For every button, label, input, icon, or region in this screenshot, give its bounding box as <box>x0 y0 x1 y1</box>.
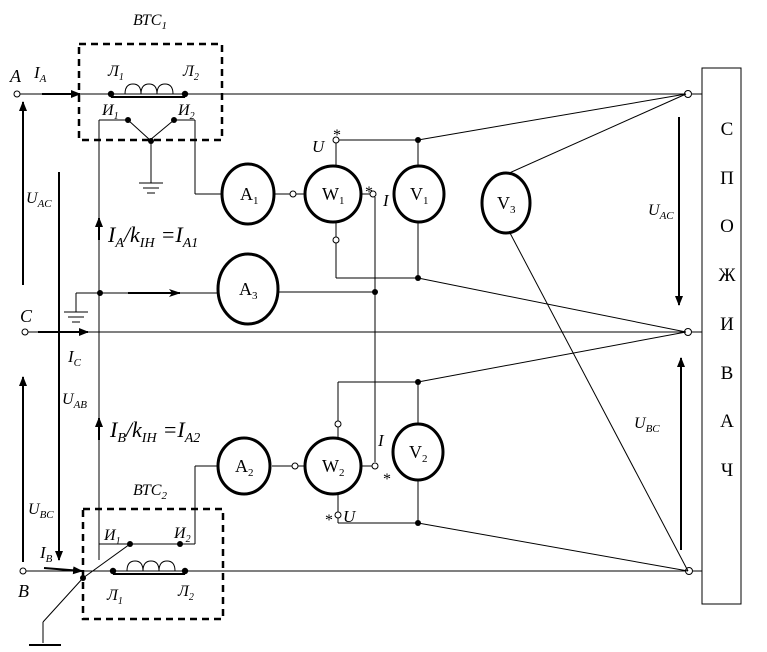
transformer-bottom-name: ВТС2 <box>133 482 167 502</box>
star-i-bottom: * <box>383 471 391 488</box>
star-u-top: * <box>333 127 341 144</box>
consumer-letter: П <box>720 168 734 189</box>
terminal-l1-bottom-label: Л1 <box>106 587 123 607</box>
ground-symbol-mid <box>64 292 99 323</box>
voltmeter-v3-label: V3 <box>497 193 516 216</box>
phase-line-c <box>21 328 702 336</box>
star-i-top: * <box>365 184 373 201</box>
consumer-letter: О <box>720 216 734 237</box>
consumer-letter: С <box>721 119 734 140</box>
terminal-u-top-label: U <box>312 137 326 156</box>
star-u-bottom: * <box>325 512 333 529</box>
terminal-u-bottom-label: U <box>343 507 357 526</box>
terminal-i-bottom-label: I <box>377 431 385 450</box>
voltage-uac-right-label: UAC <box>648 202 674 222</box>
voltage-uac-left-label: UAC <box>26 190 52 210</box>
current-ic-label: IC <box>67 347 82 369</box>
transformer-top-name: ВТС1 <box>133 12 167 32</box>
consumer-letter: И <box>720 314 734 335</box>
terminal-i-top-label: I <box>382 191 390 210</box>
current-ib-label: IB <box>39 543 53 565</box>
current-ia-label: IA <box>33 63 47 85</box>
consumer-letter: Ч <box>721 460 733 481</box>
voltmeter-v2-label: V2 <box>409 442 428 465</box>
wattmeter-w2-label: W2 <box>322 456 345 479</box>
consumer-letter: В <box>721 363 734 384</box>
voltmeter-v1-label: V1 <box>410 184 429 207</box>
voltage-ubc-right-label: UBC <box>634 415 660 435</box>
voltage-ubc-left-label: UBC <box>28 501 54 521</box>
ammeter-a1: A1 <box>220 162 276 226</box>
ammeter-a2: A2 <box>216 436 272 496</box>
formula-top: IA/kIH=IA1 <box>107 222 198 251</box>
phase-a-label: A <box>9 66 22 86</box>
wattmeter-w1: W1 <box>303 164 363 224</box>
ammeter-a3: A3 <box>216 252 280 326</box>
ammeter-a2-label: A2 <box>235 456 254 479</box>
voltmeter-v3: V3 <box>480 171 532 235</box>
ammeter-a1-label: A1 <box>240 184 259 207</box>
wattmeter-w1-label: W1 <box>322 184 345 207</box>
terminal-l2-bottom-label: Л2 <box>177 583 194 603</box>
terminal-i2-top-label: И2 <box>177 102 195 122</box>
ammeter-a3-label: A3 <box>239 279 258 302</box>
voltmeter-v1: V1 <box>392 164 446 224</box>
terminal-l2-top-label: Л2 <box>182 63 199 83</box>
wattmeter-w2: W2 <box>303 436 363 496</box>
terminal-l1-top-label: Л1 <box>107 63 124 83</box>
terminal-i2-bottom-label: И2 <box>173 525 191 545</box>
current-arrow-b <box>43 566 83 575</box>
voltage-uab-label: UAB <box>62 391 87 411</box>
formula-bottom: IB/kIH=IA2 <box>109 417 200 446</box>
consumer-box: С П О Ж И В А Ч <box>701 67 742 605</box>
phase-line-a <box>13 90 702 98</box>
voltmeter-v2: V2 <box>391 422 445 482</box>
consumer-letter: А <box>720 411 734 432</box>
terminal-i1-top-label: И1 <box>101 102 119 122</box>
consumer-letter: Ж <box>718 265 736 286</box>
terminal-i1-bottom-label: И1 <box>103 527 121 547</box>
phase-b-label: B <box>18 581 29 601</box>
current-transformer-bottom: ВТС2 И1 И2 Л1 Л2 <box>29 465 225 646</box>
phase-c-label: C <box>20 306 33 326</box>
